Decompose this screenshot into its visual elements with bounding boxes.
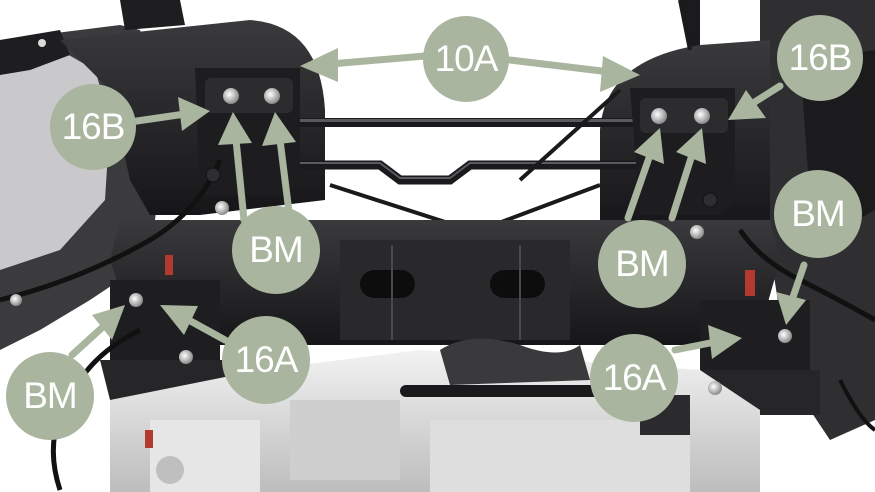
screw-left-mid (215, 201, 229, 215)
callout-10a: 10A (423, 16, 509, 102)
screw-right-mid (690, 225, 704, 239)
screw-16a-right (778, 329, 792, 343)
screw-16a-right-low (708, 381, 722, 395)
screw-16b-left-b (264, 88, 280, 104)
screw-bolt-head-left (205, 167, 221, 183)
screw-16a-left (129, 293, 143, 307)
screw-16b-right-a (651, 108, 667, 124)
callout-16a-right: 16A (590, 334, 678, 422)
callout-16b-left: 16B (50, 84, 136, 170)
screw-16a-left-low (179, 350, 193, 364)
callout-bm-right-center: BM (598, 220, 686, 308)
red-accents (145, 255, 755, 448)
callout-arrows (68, 48, 808, 359)
callout-16a-left: 16A (222, 316, 310, 404)
screw-16b-right-b (694, 108, 710, 124)
callout-16b-right: 16B (777, 15, 863, 101)
screw-16b-left-a (223, 88, 239, 104)
callout-bm-bottom-left: BM (6, 352, 94, 440)
steering-rods (270, 0, 692, 232)
callout-bm-left-center: BM (232, 206, 320, 294)
screw-bolt-head-right (702, 192, 718, 208)
screws (10, 88, 792, 395)
screw-far-left (10, 294, 22, 306)
callout-bm-far-right: BM (774, 170, 862, 258)
